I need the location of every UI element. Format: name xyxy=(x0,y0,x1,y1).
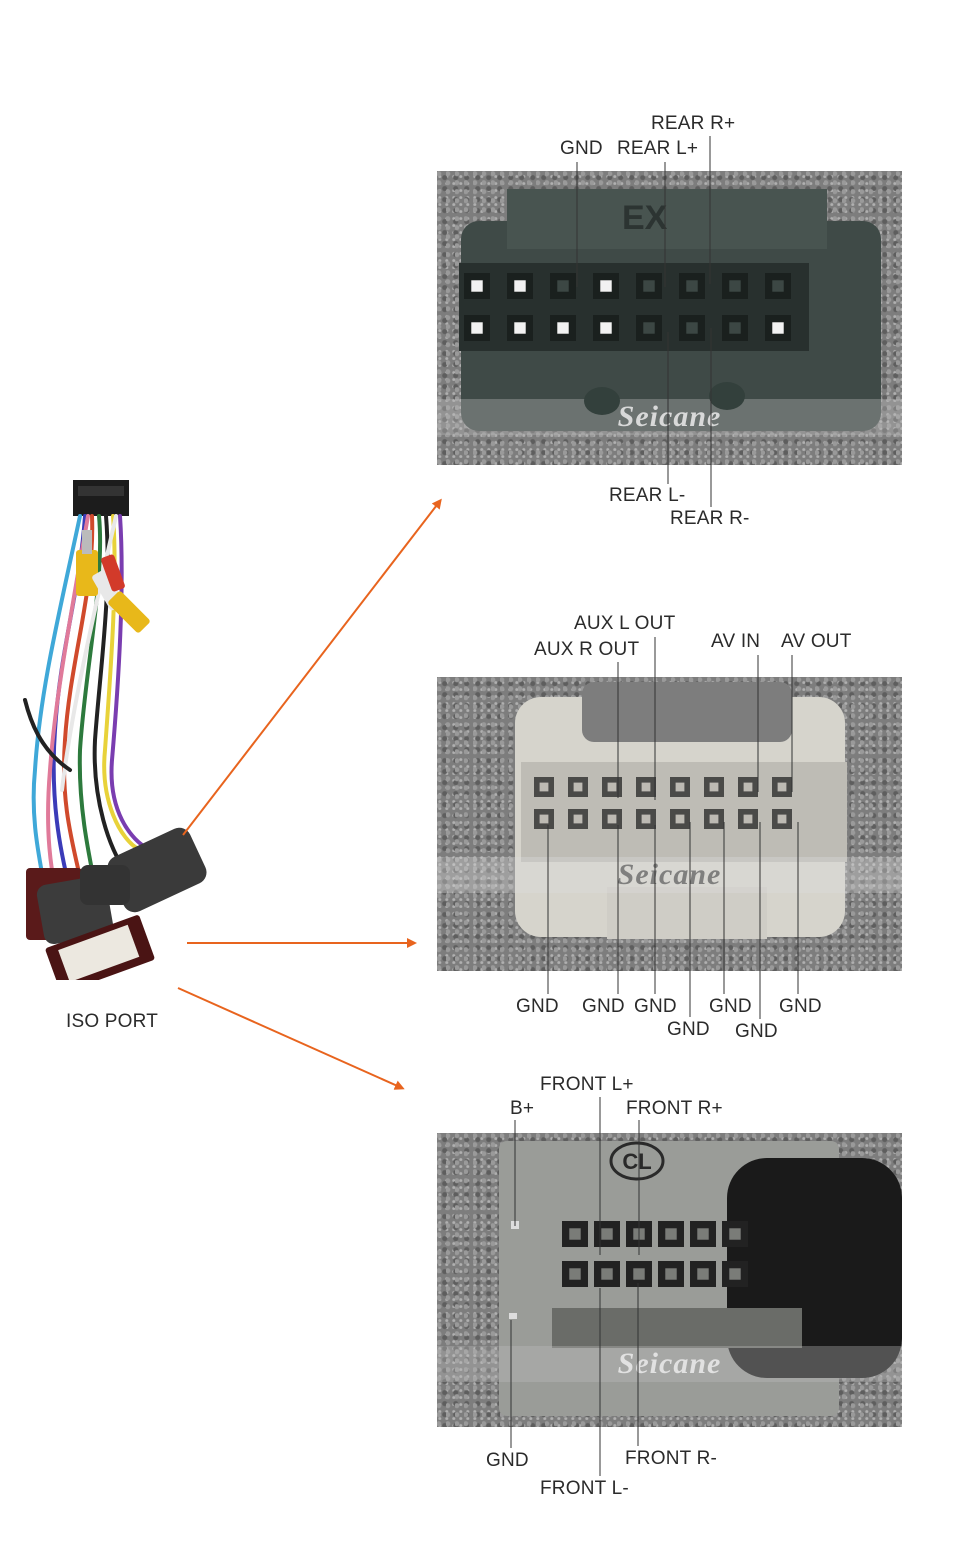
iso-port-label: ISO PORT xyxy=(66,1011,159,1032)
label-gnd: GND xyxy=(709,996,752,1017)
label-aux-l-out: AUX L OUT xyxy=(574,613,676,634)
rear-speaker-connector-photo: EX Seicane xyxy=(437,171,902,465)
label-gnd: GND xyxy=(667,1019,710,1040)
watermark: Seicane xyxy=(437,1346,902,1382)
label-gnd: GND xyxy=(735,1021,778,1042)
label-rear-r-minus: REAR R- xyxy=(670,508,750,529)
label-gnd: GND xyxy=(582,996,625,1017)
label-gnd: GND xyxy=(486,1450,529,1471)
arrow-to-rear-connector xyxy=(182,498,442,836)
front-speaker-connector-photo: Seicane CL xyxy=(437,1133,902,1427)
label-b-plus: B+ xyxy=(510,1098,535,1119)
label-front-l-minus: FRONT L- xyxy=(540,1478,629,1499)
label-front-r-minus: FRONT R- xyxy=(625,1448,718,1469)
label-av-out: AV OUT xyxy=(781,631,852,652)
embossed-mark: EX xyxy=(622,199,668,237)
label-front-l-plus: FRONT L+ xyxy=(540,1074,634,1095)
label-rear-r-plus: REAR R+ xyxy=(651,113,736,134)
label-front-r-plus: FRONT R+ xyxy=(626,1098,723,1119)
label-gnd: GND xyxy=(634,996,677,1017)
watermark: Seicane xyxy=(437,857,902,893)
label-rear-l-plus: REAR L+ xyxy=(617,138,699,159)
aux-av-connector-photo: Seicane xyxy=(437,677,902,971)
label-aux-r-out: AUX R OUT xyxy=(534,639,640,660)
label-gnd: GND xyxy=(516,996,559,1017)
label-av-in: AV IN xyxy=(711,631,761,652)
watermark: Seicane xyxy=(437,399,902,435)
arrow-to-front-connector xyxy=(177,987,405,1090)
label-rear-l-minus: REAR L- xyxy=(609,485,686,506)
label-gnd: GND xyxy=(560,138,603,159)
iso-harness-image xyxy=(23,480,207,980)
label-gnd: GND xyxy=(779,996,822,1017)
